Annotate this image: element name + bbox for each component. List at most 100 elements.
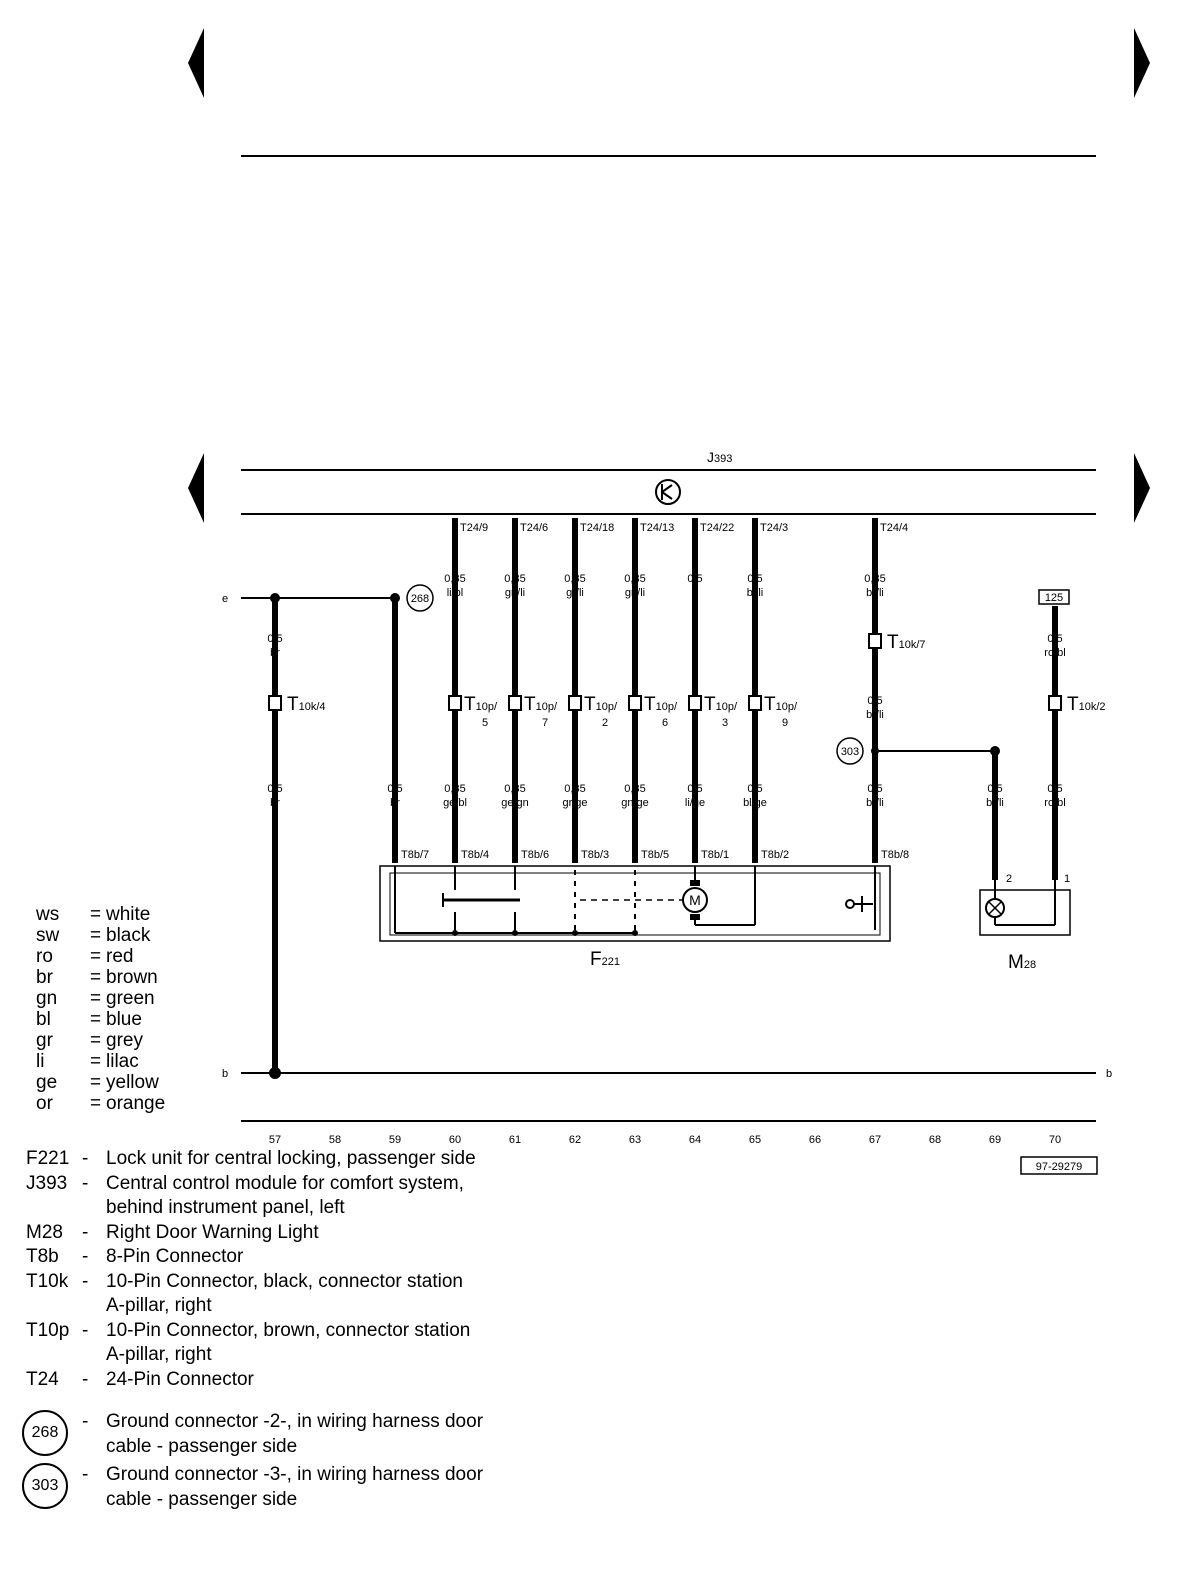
track-number: 67 [869,1134,881,1146]
t10p-label: T10p/ [764,694,798,715]
t10p-label: T10p/ [584,694,618,715]
wire-color: gn/li [505,587,525,599]
wire-gauge: 0,5 [747,573,762,585]
legend-code: T10p [26,1319,70,1341]
wire-color: br/li [866,797,884,809]
pin-label: T8b/4 [461,849,489,861]
legend-row: T10k-10-Pin Connector, black, connector … [26,1270,483,1319]
track-number: 63 [629,1134,641,1146]
pin-label: T24/22 [700,522,734,534]
track-numbers: 57 58 59 60 61 62 63 64 65 66 67 68 69 7… [269,1134,1061,1146]
control-module-icon [655,479,681,505]
svg-text:268: 268 [411,593,429,605]
connector-icon [508,695,522,711]
t10k7-label: T10k/7 [887,632,926,653]
wire-specs-mid: 0,5 br/li [866,695,884,721]
bus-b-label-right: b [1106,1068,1112,1080]
color-key-row: bl=blue [36,1009,142,1030]
junction-dot [871,747,879,755]
connector-symbols [268,633,1062,711]
wire-color: gn/li [625,587,645,599]
wire-specs-top: 0,35 li/bl 0,35 gn/li 0,35 gr/li 0,35 gn… [267,573,1065,659]
legend-code: T24 [26,1368,59,1390]
wire-gauge: 0,5 [747,783,762,795]
legend-desc: Right Door Warning Light [106,1221,319,1243]
color-code: ro [36,946,53,967]
junction-dot [990,746,1000,756]
track-number: 69 [989,1134,1001,1146]
legend-desc: Lock unit for central locking, passenger… [106,1148,476,1169]
legend-desc: Ground connector -2-, in wiring harness … [106,1411,484,1457]
t10p-label: T10p/ [704,694,738,715]
wire-gauge: 0,5 [1047,633,1062,645]
wire-gauge: 0,35 [444,573,465,585]
wire-color: ge/gn [501,797,529,809]
color-key-row: ge=yellow [36,1072,159,1093]
wire-color: br [270,647,280,659]
wire-gauge: 0,35 [444,783,465,795]
wire-gauge: 0,35 [864,573,885,585]
color-key-row: gr=grey [36,1030,143,1051]
wire-color: gn/ge [621,797,649,809]
wire-gauge: 0,5 [1047,783,1062,795]
t10p-label: T10p/ [524,694,558,715]
ground-303-icon: 303 [22,1463,68,1509]
t10p-pin: 3 [722,717,728,729]
wire-gauge: 0,5 [867,783,882,795]
legend-row: T10p-10-Pin Connector, brown, connector … [26,1319,483,1368]
prev-page-arrow-icon[interactable] [188,28,204,98]
color-code: ge [36,1072,58,1093]
track-number: 59 [389,1134,401,1146]
legend-code: T8b [26,1246,59,1267]
lamp-icon [985,898,1005,918]
m28-pin: 2 [1006,873,1012,885]
svg-text:97-29279: 97-29279 [1036,1161,1083,1173]
wire-color: bl/li [747,587,764,599]
legend-desc: Ground connector -3-, in wiring harness … [106,1464,484,1510]
legend-row: M28-Right Door Warning Light [26,1221,483,1246]
t10p-pin: 9 [782,717,788,729]
wire-gauge: 0,35 [504,573,525,585]
pin-label: T24/4 [880,522,908,534]
next-section-arrow-icon[interactable] [1134,453,1150,523]
color-name: black [106,925,151,946]
color-name: brown [106,967,158,988]
connector-icon [268,695,282,711]
color-code: br [36,967,53,988]
legend-code: T10k [26,1270,69,1292]
prev-section-arrow-icon[interactable] [188,453,204,523]
wire-color: br [270,797,280,809]
connector-icon [1048,695,1062,711]
color-name: blue [106,1009,142,1030]
wire-color: li/bl [447,587,464,599]
connector-icon [688,695,702,711]
pin-label: T24/18 [580,522,614,534]
motor-icon: M [682,880,708,920]
wire-color: bl/ge [743,797,767,809]
legend-desc: 24-Pin Connector [106,1368,254,1390]
connector-icon [568,695,582,711]
m28-warning-light: 2 1 [979,873,1071,936]
wires [272,518,1058,1073]
color-key-row: ws=white [36,904,151,925]
f221-lock-unit: M [379,865,891,942]
connector-icon [448,695,462,711]
wire-color: ge/bl [443,797,467,809]
t10k4-label: T10k/4 [287,694,326,715]
wire-specs-bottom: 0,5 br 0,5 br 0,35 ge/bl 0,35 ge/gn 0,35… [267,783,1065,809]
connector-labels: T10k/4 T10k/7 T10k/2 T10p/ 5 T10p/ 7 T10… [287,632,1106,729]
t10p-pin: 6 [662,717,668,729]
ground-268-marker: 268 [406,584,434,612]
t10k2-label: T10k/2 [1067,694,1106,715]
svg-text:303: 303 [841,746,859,758]
color-code: gn [36,988,58,1009]
wire-gauge: 0,5 [687,573,702,585]
wire-color: ro/bl [1044,647,1065,659]
color-key-row: sw=black [36,925,151,946]
t10p-pin: 7 [542,717,548,729]
wire-gauge: 0,5 [987,783,1002,795]
track-number: 62 [569,1134,581,1146]
legend-row: T8b-8-Pin Connector [26,1245,483,1270]
next-page-arrow-icon[interactable] [1134,28,1150,98]
